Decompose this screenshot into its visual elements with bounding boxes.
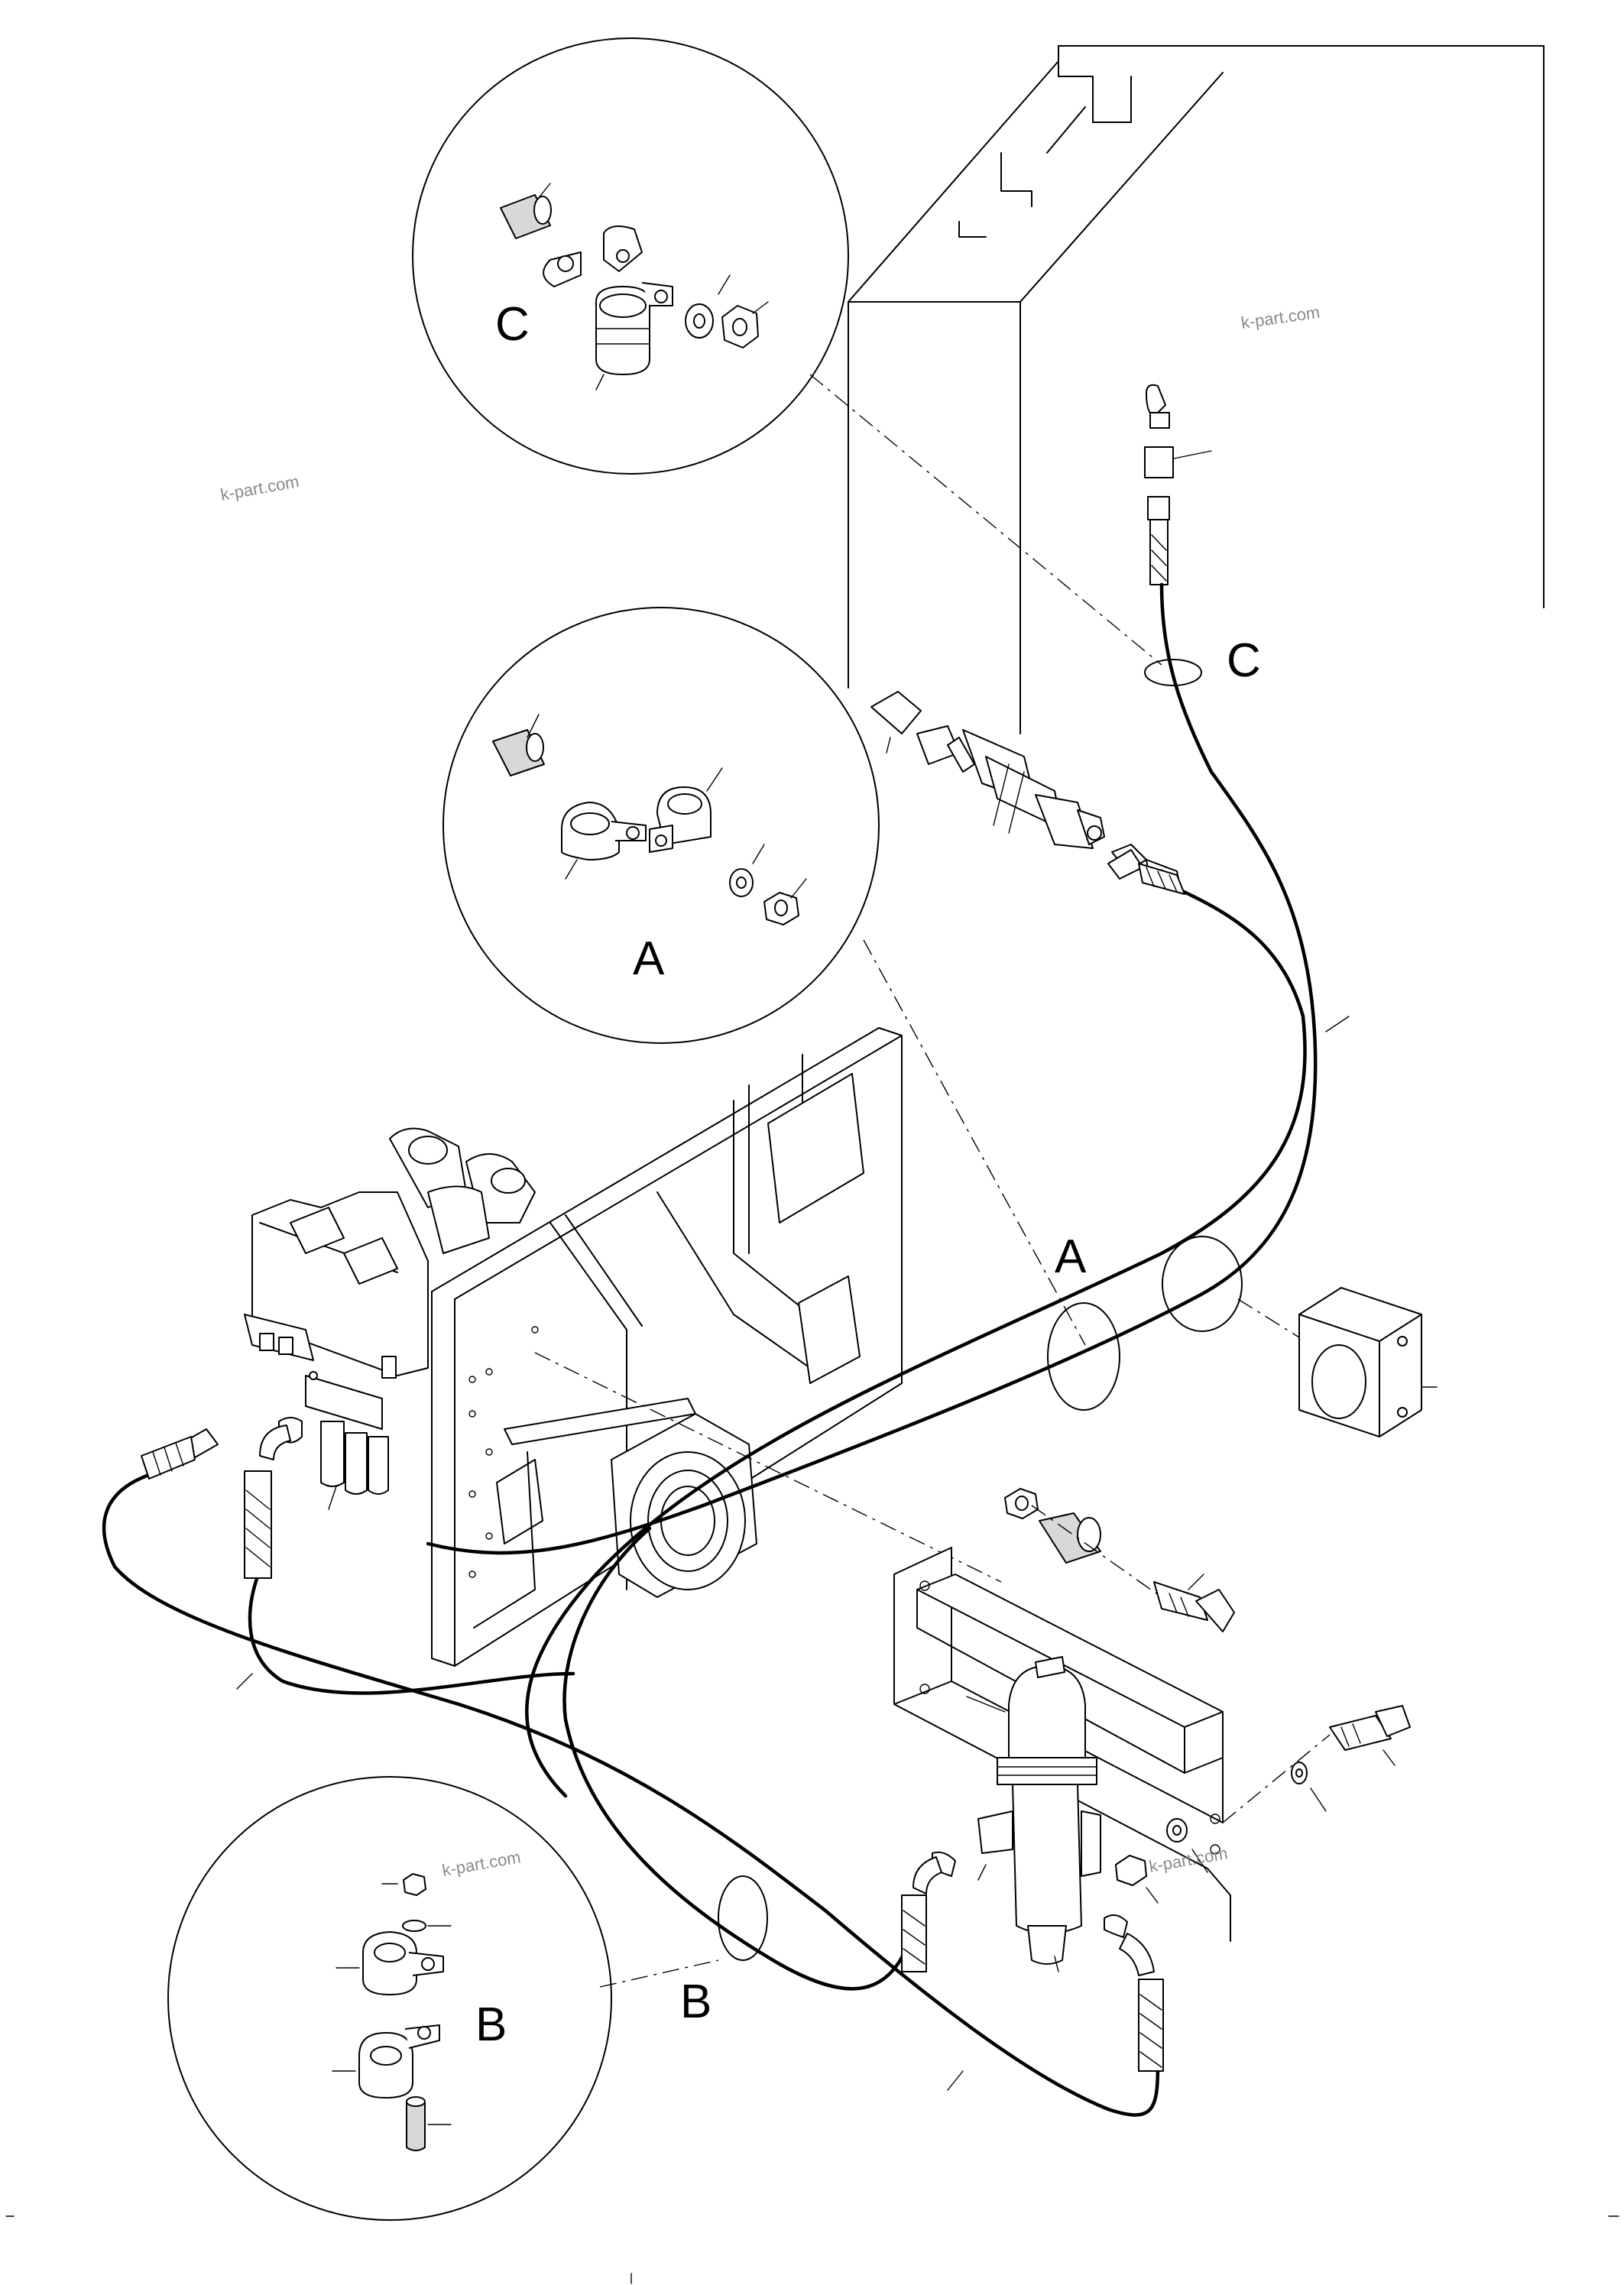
detail-a-label: A — [633, 932, 665, 985]
leader-c — [809, 374, 1162, 666]
detail-c-circle — [412, 37, 849, 475]
valve-cylinder — [870, 691, 1182, 891]
leader-b — [599, 1959, 719, 1988]
detail-a-circle — [442, 607, 880, 1044]
grommet-c — [1144, 659, 1202, 686]
fastener-set-lower — [1115, 1705, 1411, 1904]
watermark-bottom-right: k-part.com — [1148, 1843, 1230, 1876]
upper-fittings — [1144, 384, 1212, 585]
detail-b-group: B — [167, 1776, 612, 2221]
detail-c-group: C — [412, 37, 849, 475]
mounting-block — [1298, 1287, 1438, 1437]
leader-a — [863, 939, 1086, 1346]
cab-structure — [848, 45, 1545, 734]
marker-a-label: A — [1055, 1230, 1087, 1283]
hose-leader-ticks — [236, 1016, 1350, 2091]
marker-c-label: C — [1227, 634, 1261, 687]
hose-lines — [102, 582, 1318, 2117]
detail-a-group: A — [442, 607, 880, 1044]
watermark-top-right: k-part.com — [1240, 303, 1321, 332]
watermark-bottom-left: k-part.com — [441, 1847, 523, 1880]
marker-b-label: B — [680, 1975, 712, 2028]
grommet-a-right — [1162, 1236, 1243, 1332]
detail-c-label: C — [495, 298, 530, 351]
fuel-filter-assembly — [966, 1656, 1101, 1972]
trim-marks — [5, 2215, 1619, 2284]
grommet-b — [718, 1875, 768, 1961]
machine-frame — [244, 1027, 903, 1667]
fastener-set-upper — [1004, 1488, 1235, 1632]
watermark-left: k-part.com — [219, 472, 301, 504]
detail-b-label: B — [475, 1998, 507, 2051]
leader-frame — [534, 1352, 1002, 1583]
grommet-a-left — [1047, 1302, 1120, 1411]
braided-fittings — [141, 849, 1185, 2072]
detail-b-circle — [167, 1776, 612, 2221]
